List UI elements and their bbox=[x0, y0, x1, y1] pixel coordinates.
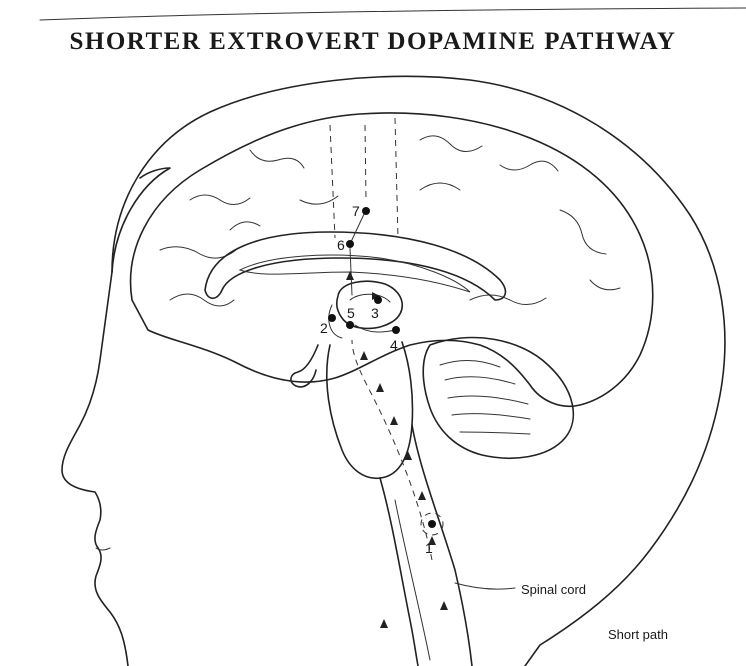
dashed-line-left bbox=[330, 125, 335, 238]
node-label-6: 6 bbox=[337, 237, 345, 253]
node-label-2: 2 bbox=[320, 320, 328, 336]
node-6-dot bbox=[346, 240, 354, 248]
node-2-dot bbox=[328, 314, 336, 322]
node-label-3: 3 bbox=[371, 305, 379, 321]
node-label-4: 4 bbox=[390, 337, 398, 353]
lateral-ventricle bbox=[240, 255, 470, 292]
node-1-dot bbox=[428, 520, 436, 528]
cerebellum-folds bbox=[440, 360, 530, 434]
face-outline bbox=[62, 272, 128, 666]
node-7-dot bbox=[362, 207, 370, 215]
spinal-cord-leader bbox=[455, 583, 515, 589]
dashed-line-middle bbox=[365, 125, 366, 200]
dashed-line-right bbox=[395, 118, 398, 238]
node-label-5: 5 bbox=[347, 305, 355, 321]
thalamus-inner bbox=[350, 294, 390, 302]
node-3-dot bbox=[374, 296, 382, 304]
node-4-dot bbox=[392, 326, 400, 334]
pituitary bbox=[291, 345, 318, 387]
short-path-caption: Short path bbox=[608, 627, 668, 642]
head-outline bbox=[112, 76, 725, 666]
node-5-dot bbox=[346, 321, 354, 329]
node-label-7: 7 bbox=[352, 203, 360, 219]
spinal-cord-label: Spinal cord bbox=[521, 582, 586, 597]
hair-curl bbox=[112, 168, 170, 272]
pathway-arrowheads bbox=[346, 271, 448, 628]
top-border-line bbox=[40, 8, 746, 20]
node-label-1: 1 bbox=[425, 540, 433, 556]
